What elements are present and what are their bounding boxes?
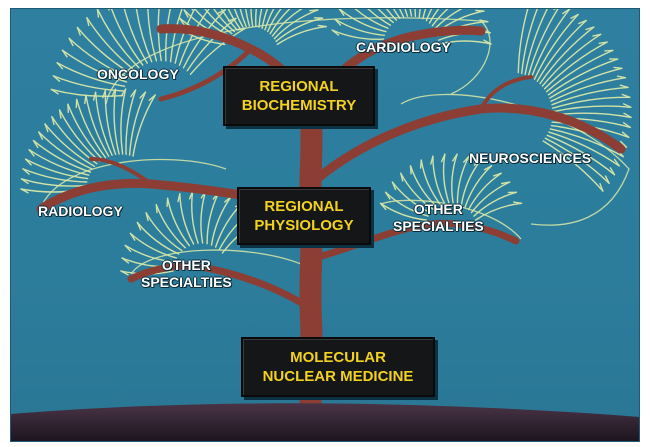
twig-tip [318, 25, 326, 26]
label-other-specialties-left: OTHER SPECIALTIES [141, 257, 232, 291]
tree-diagram: REGIONAL BIOCHEMISTRY REGIONAL PHYSIOLOG… [10, 8, 640, 442]
node-molecular-nuclear-medicine: MOLECULAR NUCLEAR MEDICINE [241, 337, 435, 397]
node-line: REGIONAL [254, 197, 353, 216]
node-line: NUCLEAR MEDICINE [263, 367, 414, 386]
twig-tip [421, 160, 422, 168]
twig [22, 179, 87, 186]
node-line: MOLECULAR [263, 348, 414, 367]
twig-tip [605, 50, 613, 51]
label-radiology: RADIOLOGY [38, 203, 123, 220]
twig [166, 9, 175, 61]
twig-tip [514, 202, 522, 203]
label-neurosciences: NEUROSCIENCES [469, 150, 591, 167]
twig-tip [98, 9, 99, 17]
twig [52, 117, 97, 164]
twig-tip [156, 205, 157, 213]
twig [409, 9, 412, 16]
twig [192, 191, 198, 243]
twig [77, 99, 106, 157]
twig [122, 9, 148, 63]
twig-tip [614, 67, 622, 68]
twig [146, 213, 182, 251]
twig-tip [310, 10, 318, 11]
twig [98, 9, 139, 67]
twig [135, 9, 152, 62]
twig [518, 9, 532, 73]
twig-tip [476, 11, 484, 12]
twig-tip [618, 76, 626, 78]
label-other-specialties-right: OTHER SPECIALTIES [393, 201, 484, 235]
twig [421, 160, 440, 205]
label-oncology: ONCOLOGY [97, 66, 179, 83]
twig-tip [94, 92, 96, 100]
label-line: SPECIALTIES [141, 274, 232, 291]
twig [419, 9, 434, 17]
twig-tip [85, 95, 86, 103]
node-line: BIOCHEMISTRY [242, 96, 356, 115]
twig [137, 223, 178, 255]
label-line: OTHER [141, 257, 232, 274]
twig [553, 106, 631, 112]
node-regional-biochemistry: REGIONAL BIOCHEMISTRY [223, 66, 375, 126]
twig-tip [146, 213, 148, 221]
twig [158, 9, 161, 61]
twig [251, 9, 256, 26]
label-line: SPECIALTIES [393, 218, 484, 235]
twig-tip [87, 18, 89, 26]
twig [121, 89, 126, 154]
ground [11, 403, 639, 441]
twig-tip [178, 194, 180, 202]
twig [168, 198, 190, 245]
node-line: PHYSIOLOGY [254, 216, 353, 235]
node-line: REGIONAL [242, 77, 356, 96]
twig [432, 9, 472, 26]
twig [201, 191, 206, 243]
twig-tip [167, 198, 168, 206]
twig [171, 9, 189, 62]
twig [339, 9, 386, 32]
node-regional-physiology: REGIONAL PHYSIOLOGY [237, 187, 371, 245]
twig-tip [411, 166, 412, 174]
label-line: OTHER [393, 201, 484, 218]
twig [444, 154, 449, 203]
twig [114, 89, 119, 154]
label-cardiology: CARDIOLOGY [356, 39, 451, 56]
twig [133, 95, 155, 156]
twig [430, 9, 464, 23]
twig-tip [190, 9, 193, 10]
twig-tip [401, 173, 403, 181]
